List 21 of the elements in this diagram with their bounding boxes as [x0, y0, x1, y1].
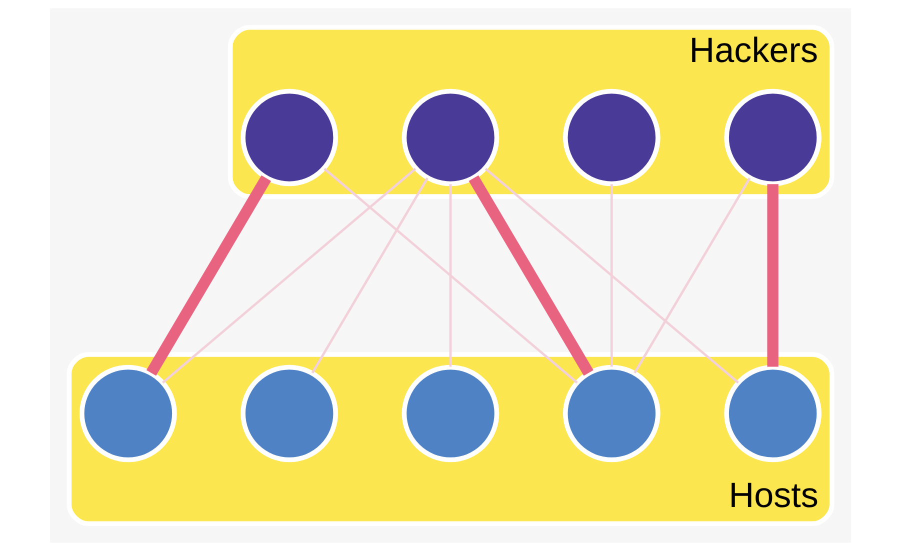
node-circle [79, 364, 176, 462]
connector [146, 175, 271, 376]
connector [448, 184, 452, 367]
cluster: Hosts [66, 352, 834, 526]
cluster: Hackers [227, 24, 834, 199]
node-circle [724, 364, 821, 462]
node-circle [562, 88, 660, 186]
connector [484, 168, 739, 384]
connector [766, 184, 778, 367]
connector [610, 184, 612, 367]
connector [323, 168, 578, 384]
node-circle [724, 88, 821, 186]
connector [633, 178, 750, 374]
node-circle [240, 88, 338, 186]
node-circle [240, 364, 338, 462]
connector [161, 168, 416, 384]
node-circle [562, 364, 660, 462]
connector [310, 178, 428, 374]
node-circle [401, 364, 499, 462]
connector [468, 175, 593, 376]
node-circle [401, 88, 499, 186]
